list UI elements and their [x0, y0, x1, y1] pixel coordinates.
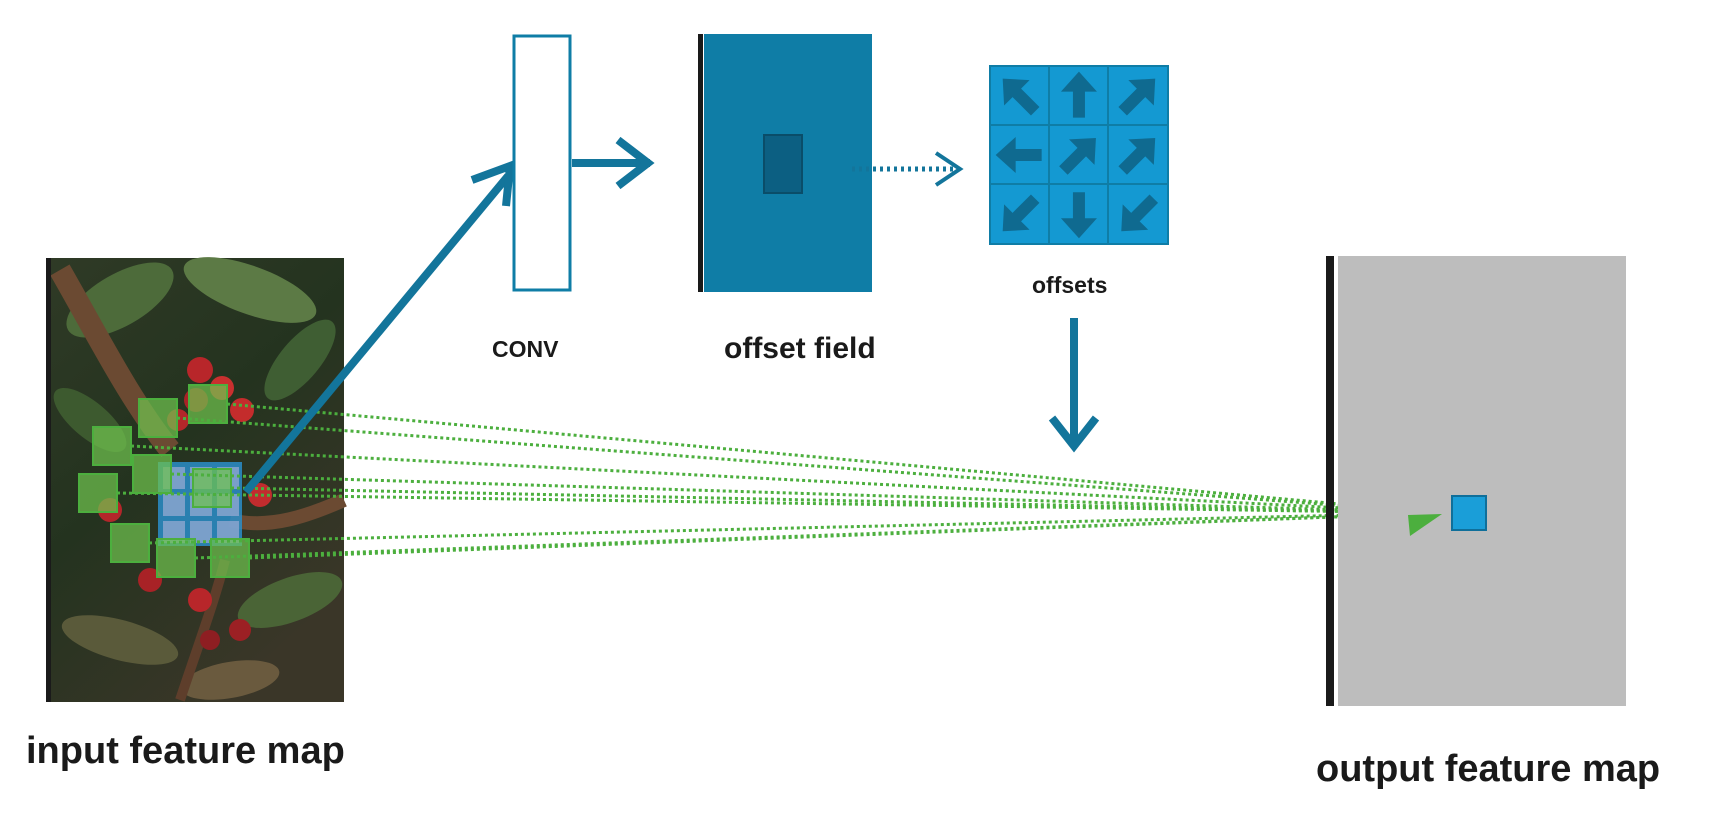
output-arrow-head [1408, 514, 1442, 536]
input-feature-map-edge [46, 258, 51, 702]
offset-arrow-up-left [1002, 78, 1040, 116]
offsets-down-arrow [1048, 318, 1100, 453]
offset-arrows [995, 71, 1159, 239]
output-feature-map-label: output feature map [1316, 748, 1661, 790]
projection-line [170, 472, 1441, 515]
projection-line [116, 491, 1441, 515]
input-feature-map-label: input feature map [26, 730, 345, 772]
input-feature-map [46, 257, 347, 702]
sampling-point-0-1 [138, 398, 178, 438]
offset-arrow-down-left [1121, 194, 1159, 232]
offset-arrow-up-right [1118, 137, 1156, 175]
offset-field-edge [698, 34, 703, 292]
projection-line [176, 416, 1441, 515]
offset-arrow-left [995, 136, 1042, 173]
sampling-point-1-1 [132, 454, 172, 494]
offset-field-label: offset field [724, 332, 876, 365]
offset-arrow-up-right [1059, 137, 1096, 175]
deformed-sampling-points [78, 384, 250, 578]
sampling-point-2-0 [110, 523, 150, 563]
projection-line [226, 402, 1441, 515]
offsets-grid [989, 65, 1169, 245]
sampling-projection-lines [116, 402, 1441, 560]
output-pixel [1451, 495, 1487, 531]
projection-line [248, 511, 1441, 560]
offsets-label: offsets [1032, 272, 1108, 298]
offset-field-patch [763, 134, 803, 194]
projection-line [148, 511, 1441, 545]
offset-arrow-up [1060, 71, 1097, 118]
conv-to-offset-field-arrow [572, 136, 655, 190]
offset-field-to-offsets-arrow [852, 151, 964, 187]
conv-label: CONV [492, 336, 559, 362]
projection-line [130, 444, 1441, 515]
sampling-point-1-0 [78, 473, 118, 513]
output-feature-map [1326, 256, 1626, 706]
offset-field-block [698, 34, 872, 292]
conv-block [512, 34, 572, 292]
output-feature-map-edge [1326, 256, 1334, 706]
sampling-point-1-2 [192, 468, 232, 508]
input-to-conv-arrow [242, 160, 515, 495]
offset-arrow-down [1060, 192, 1097, 239]
sampling-point-2-2 [210, 538, 250, 578]
projection-line [230, 486, 1441, 515]
sampling-point-2-1 [156, 538, 196, 578]
offset-arrow-up-right [1118, 78, 1156, 116]
offset-arrow-down-left [1002, 194, 1040, 232]
sampling-point-0-2 [188, 384, 228, 424]
sampling-point-0-0 [92, 426, 132, 466]
